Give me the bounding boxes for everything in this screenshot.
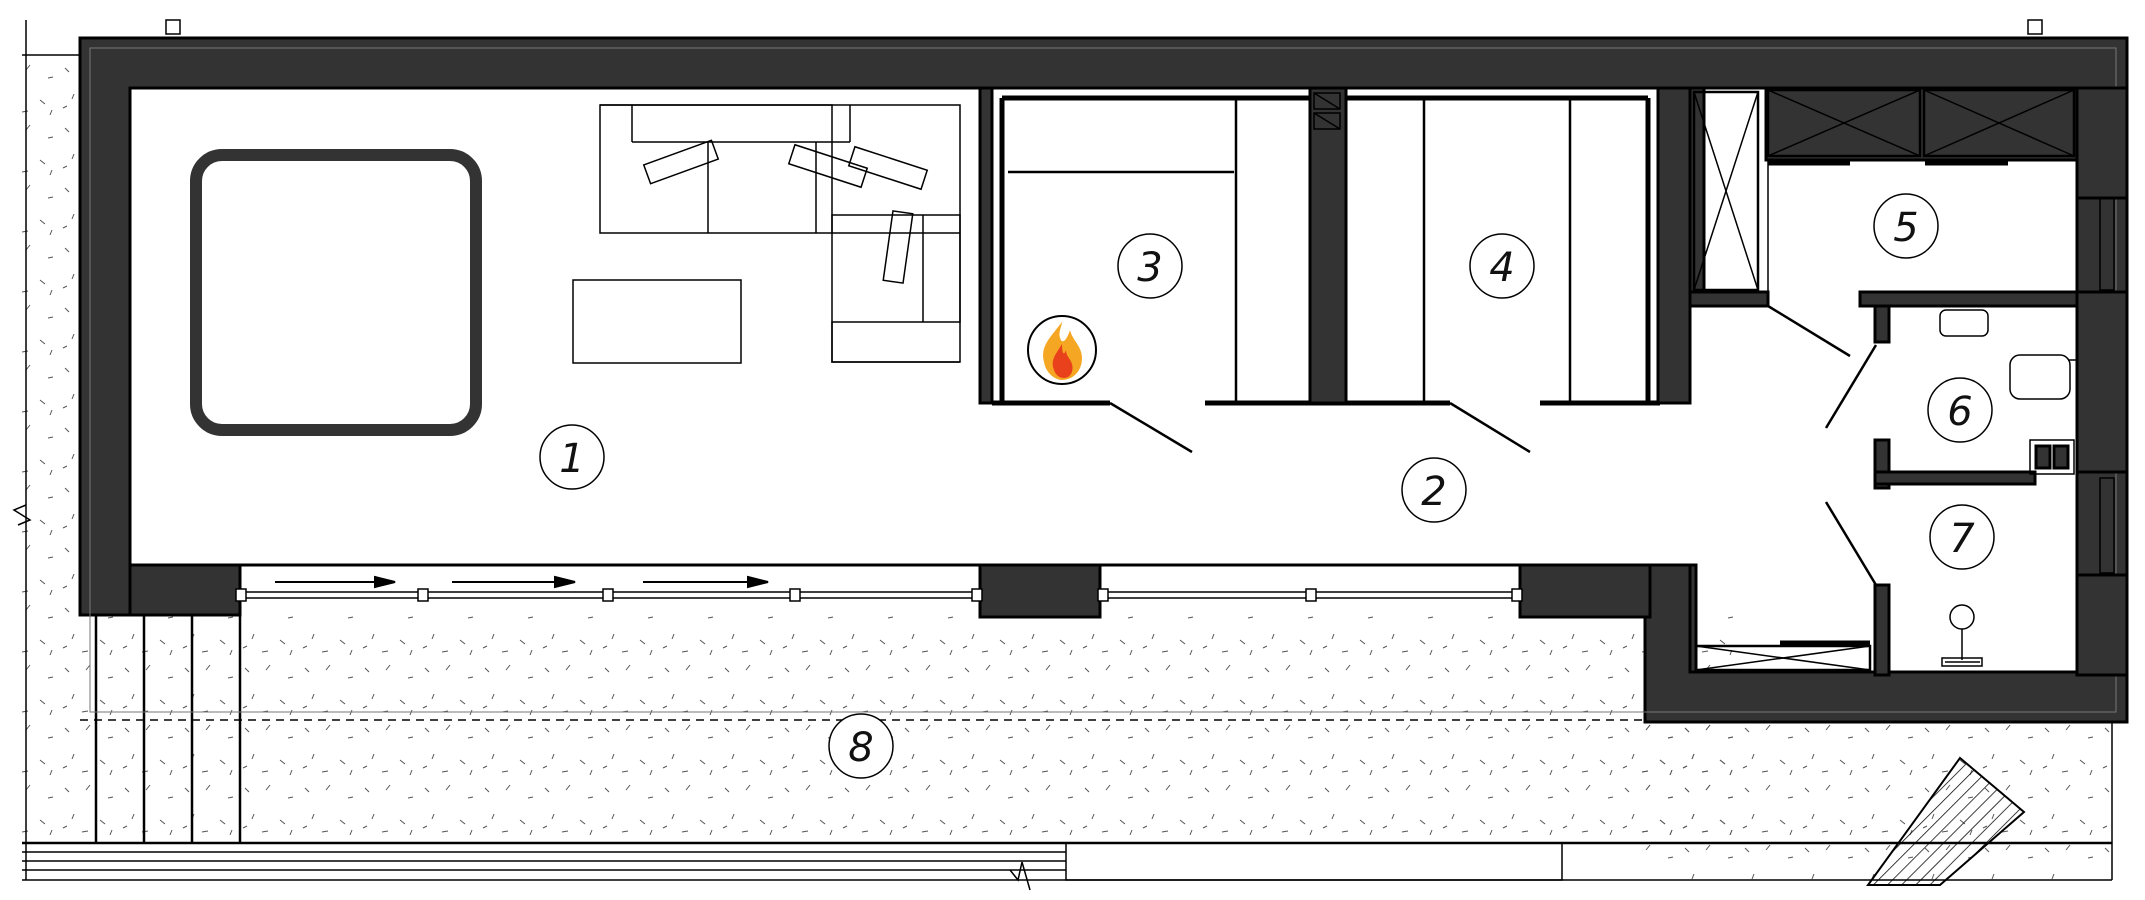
room-4-label: 4 — [1489, 245, 1514, 291]
room-8-label: 8 — [848, 725, 873, 771]
hot-tub — [190, 149, 482, 436]
interior-partitions — [978, 86, 2129, 677]
sliding-glazing — [235, 575, 1523, 602]
anchor-right — [2027, 19, 2043, 35]
room-8-marker — [828, 713, 894, 779]
vent-box — [2029, 439, 2075, 475]
furniture — [190, 104, 961, 436]
room-1-marker — [539, 424, 605, 490]
ramp-steps — [1866, 756, 2026, 886]
room-7-label: 7 — [1949, 516, 1975, 562]
terrace-area — [12, 20, 2113, 891]
window-room-7 — [2099, 477, 2115, 574]
room-labels: 1 2 3 4 5 6 7 8 — [539, 193, 1995, 779]
toilet — [2009, 354, 2071, 400]
fireplace-flame-icon — [1027, 315, 1097, 385]
room-2-label: 2 — [1421, 469, 1446, 515]
room-7-marker — [1929, 504, 1995, 570]
terrace-steps — [94, 600, 242, 843]
room-5-marker — [1873, 193, 1939, 259]
sliding-direction-arrows — [275, 575, 769, 589]
room-1-label: 1 — [559, 436, 584, 482]
room-4-marker — [1469, 233, 1535, 299]
sink — [1939, 309, 1989, 337]
room-2-marker — [1401, 457, 1467, 523]
room-5-label: 5 — [1893, 205, 1918, 251]
anchor-left — [165, 19, 181, 35]
room-6-marker — [1927, 377, 1993, 443]
room-3-marker — [1117, 233, 1183, 299]
coffee-table — [572, 279, 742, 364]
corner-sofa — [599, 104, 961, 363]
room-3-label: 3 — [1137, 245, 1162, 291]
room-6-label: 6 — [1947, 389, 1972, 435]
shower-fixture — [1941, 604, 1983, 667]
